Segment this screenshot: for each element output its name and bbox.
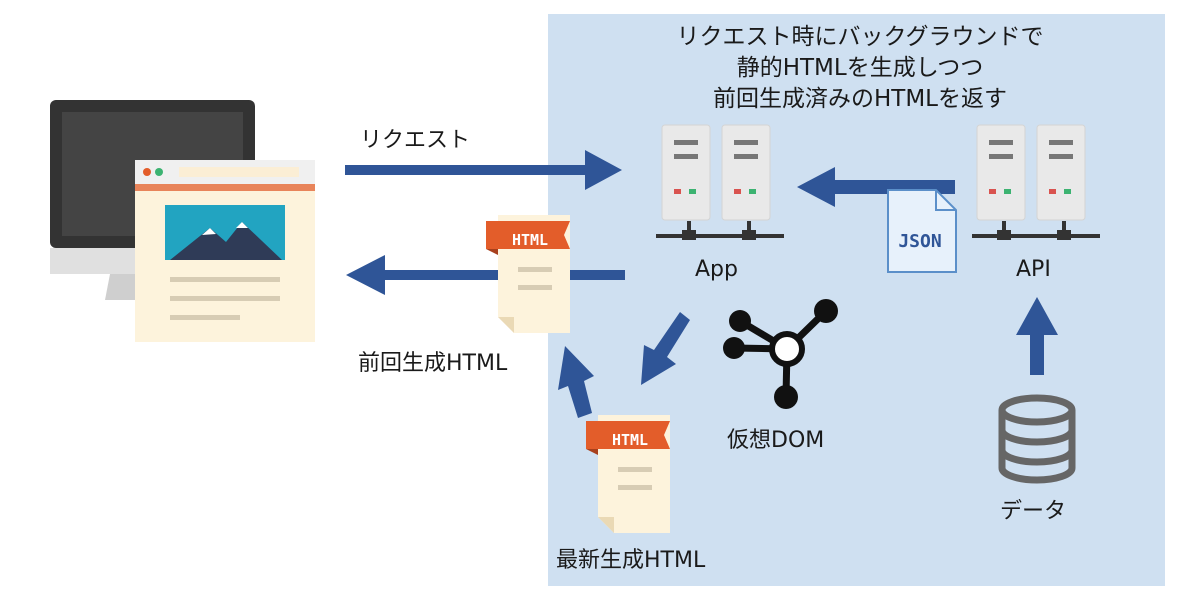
app-server-icon <box>656 124 784 240</box>
latest-html-badge: HTML <box>612 431 648 449</box>
api-server-icon <box>972 124 1100 240</box>
virtual-dom-label: 仮想DOM <box>727 428 825 453</box>
app-label: App <box>695 257 738 282</box>
previous-html-badge: HTML <box>512 231 548 249</box>
previous-html-label: 前回生成HTML <box>358 351 508 376</box>
caption-line-3: 前回生成済みのHTMLを返す <box>712 86 1007 112</box>
request-label: リクエスト <box>360 128 471 153</box>
latest-html-label: 最新生成HTML <box>556 548 706 573</box>
json-badge: JSON <box>898 231 941 252</box>
data-to-api-arrow <box>1016 297 1058 375</box>
app-to-latest-arrow <box>641 312 690 385</box>
virtual-dom-icon <box>733 308 829 398</box>
data-label: データ <box>1000 499 1067 524</box>
database-icon <box>998 394 1076 484</box>
latest-to-previous-arrow <box>558 346 594 418</box>
previous-html-document <box>486 215 570 333</box>
api-label: API <box>1016 257 1051 282</box>
response-arrow <box>346 255 625 295</box>
panel-caption: リクエスト時にバックグラウンドで 静的HTMLを生成しつつ 前回生成済みのHTM… <box>625 22 1095 115</box>
api-to-app-arrow <box>797 167 955 207</box>
json-document-icon <box>887 189 957 273</box>
browser-window-icon <box>135 160 315 342</box>
request-arrow <box>345 150 622 190</box>
latest-html-document <box>586 415 670 533</box>
caption-line-1: リクエスト時にバックグラウンドで <box>676 24 1044 50</box>
caption-line-2: 静的HTMLを生成しつつ <box>736 55 984 81</box>
